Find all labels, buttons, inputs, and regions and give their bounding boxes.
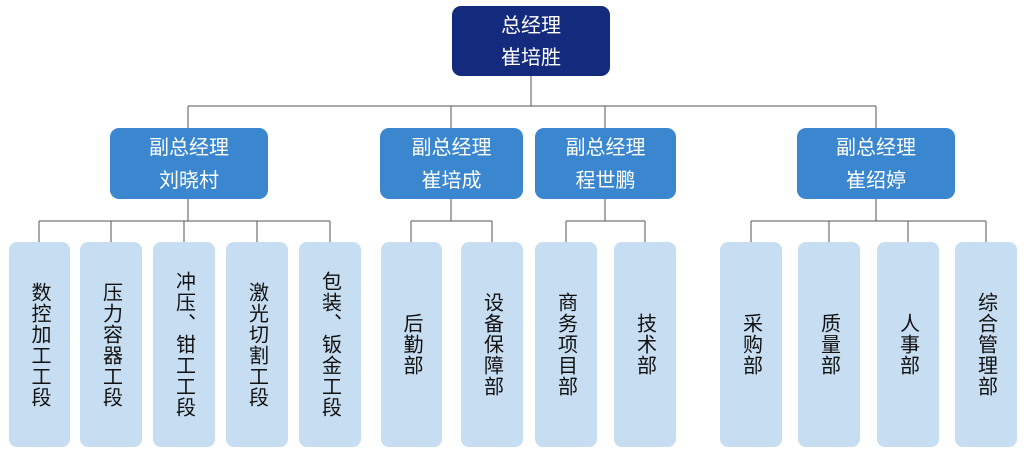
dept-node: 激光切割工段 [226,242,288,447]
vp-node-2: 副总经理 崔培成 [380,128,523,199]
vp-name: 刘晓村 [159,167,219,192]
vp-name: 崔绍婷 [846,167,906,192]
general-manager-title: 总经理 [501,13,561,37]
vp-node-1: 副总经理 刘晓村 [110,128,268,199]
dept-node: 后勤部 [381,242,442,447]
dept-node: 冲压、钳工工段 [153,242,215,447]
vp-title: 副总经理 [836,134,916,159]
vp-title: 副总经理 [411,134,492,159]
dept-node: 采购部 [720,242,782,447]
vp-node-3: 副总经理 程世鹏 [535,128,676,199]
dept-node: 数控加工工段 [9,242,70,447]
dept-node: 综合管理部 [955,242,1017,447]
vp-title: 副总经理 [565,134,646,159]
dept-node: 商务项目部 [535,242,597,447]
dept-node: 人事部 [877,242,939,447]
dept-node: 设备保障部 [461,242,523,447]
vp-node-4: 副总经理 崔绍婷 [797,128,955,199]
vp-name: 崔培成 [421,167,482,192]
vp-name: 程世鹏 [575,167,636,192]
general-manager-name: 崔培胜 [501,45,561,69]
dept-node: 包装、钣金工段 [299,242,361,447]
dept-node: 压力容器工段 [80,242,142,447]
dept-node: 技术部 [614,242,676,447]
general-manager-node: 总经理 崔培胜 [452,6,610,76]
vp-title: 副总经理 [149,134,229,159]
dept-node: 质量部 [798,242,860,447]
